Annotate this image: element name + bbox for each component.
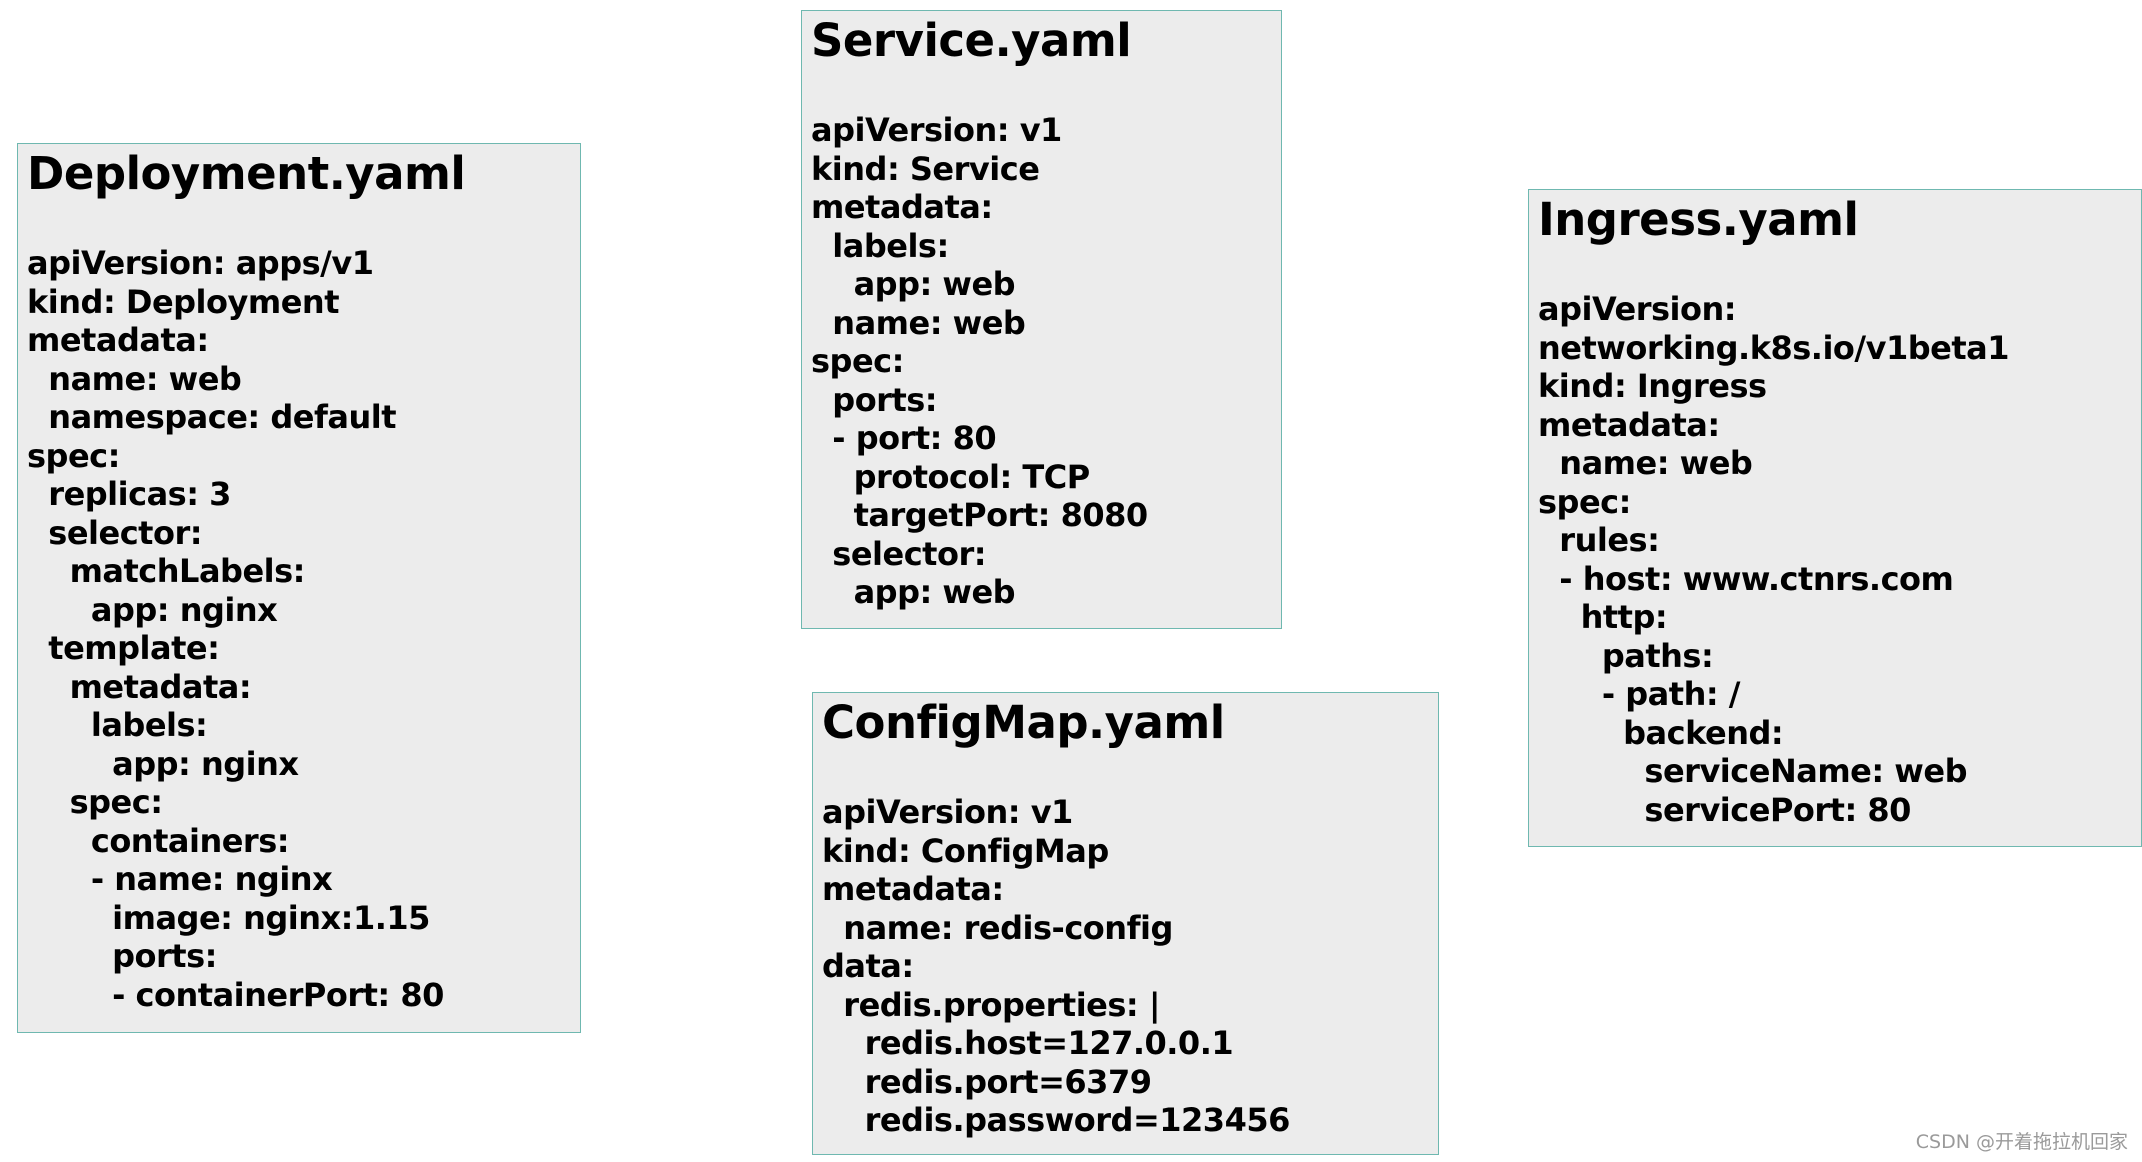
yaml-line: kind: ConfigMap (822, 831, 1109, 870)
yaml-line: image: nginx:1.15 (27, 898, 430, 937)
yaml-line: replicas: 3 (27, 475, 231, 513)
yaml-line: name: redis-config (822, 908, 1173, 947)
yaml-line: servicePort: 80 (1538, 790, 1911, 829)
yaml-line: redis.properties: | (822, 985, 1161, 1024)
yaml-line: selector: (27, 513, 203, 552)
yaml-line: redis.host=127.0.0.1 (822, 1024, 1234, 1062)
yaml-line: ports: (811, 380, 938, 419)
card-title: ConfigMap.yaml (822, 696, 1225, 749)
yaml-line: apiVersion: v1 (811, 111, 1062, 149)
yaml-line: ports: (27, 937, 217, 975)
yaml-line: spec: (811, 342, 904, 380)
yaml-line: namespace: default (27, 398, 397, 436)
yaml-line: networking.k8s.io/v1beta1 (1538, 328, 2009, 367)
yaml-line: name: web (27, 359, 242, 398)
yaml-line: app: nginx (27, 744, 299, 783)
watermark: CSDN @开着拖拉机回家 (1915, 1131, 2128, 1153)
yaml-line: rules: (1538, 521, 1660, 559)
yaml-line: name: web (1538, 444, 1753, 482)
yaml-line: name: web (811, 303, 1026, 342)
yaml-line: metadata: (27, 321, 209, 359)
card-title: Ingress.yaml (1538, 193, 1859, 246)
yaml-line: apiVersion: apps/v1 (27, 244, 374, 282)
yaml-line: - port: 80 (811, 419, 997, 457)
yaml-line: redis.port=6379 (822, 1062, 1152, 1101)
yaml-line: selector: (811, 534, 987, 573)
yaml-line: metadata: (811, 188, 993, 226)
yaml-line: metadata: (822, 870, 1004, 908)
yaml-line: metadata: (27, 667, 252, 706)
yaml-line: kind: Ingress (1538, 367, 1767, 405)
yaml-line: spec: (27, 783, 163, 821)
yaml-line: targetPort: 8080 (811, 496, 1149, 534)
yaml-line: apiVersion: (1538, 290, 1737, 328)
yaml-line: spec: (1538, 482, 1631, 521)
yaml-line: metadata: (1538, 405, 1720, 444)
yaml-line: matchLabels: (27, 552, 306, 590)
yaml-line: labels: (27, 706, 208, 744)
yaml-line: - host: www.ctnrs.com (1538, 559, 1954, 598)
yaml-line: backend: (1538, 713, 1784, 752)
yaml-line: paths: (1538, 636, 1714, 675)
yaml-line: template: (27, 629, 220, 667)
yaml-line: app: nginx (27, 590, 278, 629)
yaml-line: - path: / (1538, 675, 1741, 713)
yaml-line: redis.password=123456 (822, 1101, 1291, 1139)
card-title: Deployment.yaml (27, 147, 466, 200)
yaml-line: data: (822, 947, 914, 985)
yaml-line: - name: nginx (27, 860, 333, 898)
yaml-line: protocol: TCP (811, 457, 1091, 496)
yaml-line: serviceName: web (1538, 752, 1967, 790)
yaml-line: app: web (811, 265, 1016, 303)
yaml-line: - containerPort: 80 (27, 975, 444, 1014)
yaml-line: apiVersion: v1 (822, 793, 1073, 831)
ingress-yaml-card: Ingress.yaml apiVersion:networking.k8s.i… (1528, 189, 2142, 847)
yaml-line: http: (1538, 598, 1668, 636)
yaml-line: spec: (27, 436, 120, 475)
yaml-line: containers: (27, 821, 290, 860)
card-title: Service.yaml (811, 14, 1132, 67)
yaml-line: kind: Deployment (27, 282, 339, 321)
yaml-line: labels: (811, 226, 949, 265)
yaml-line: kind: Service (811, 149, 1040, 188)
yaml-line: app: web (811, 573, 1016, 611)
